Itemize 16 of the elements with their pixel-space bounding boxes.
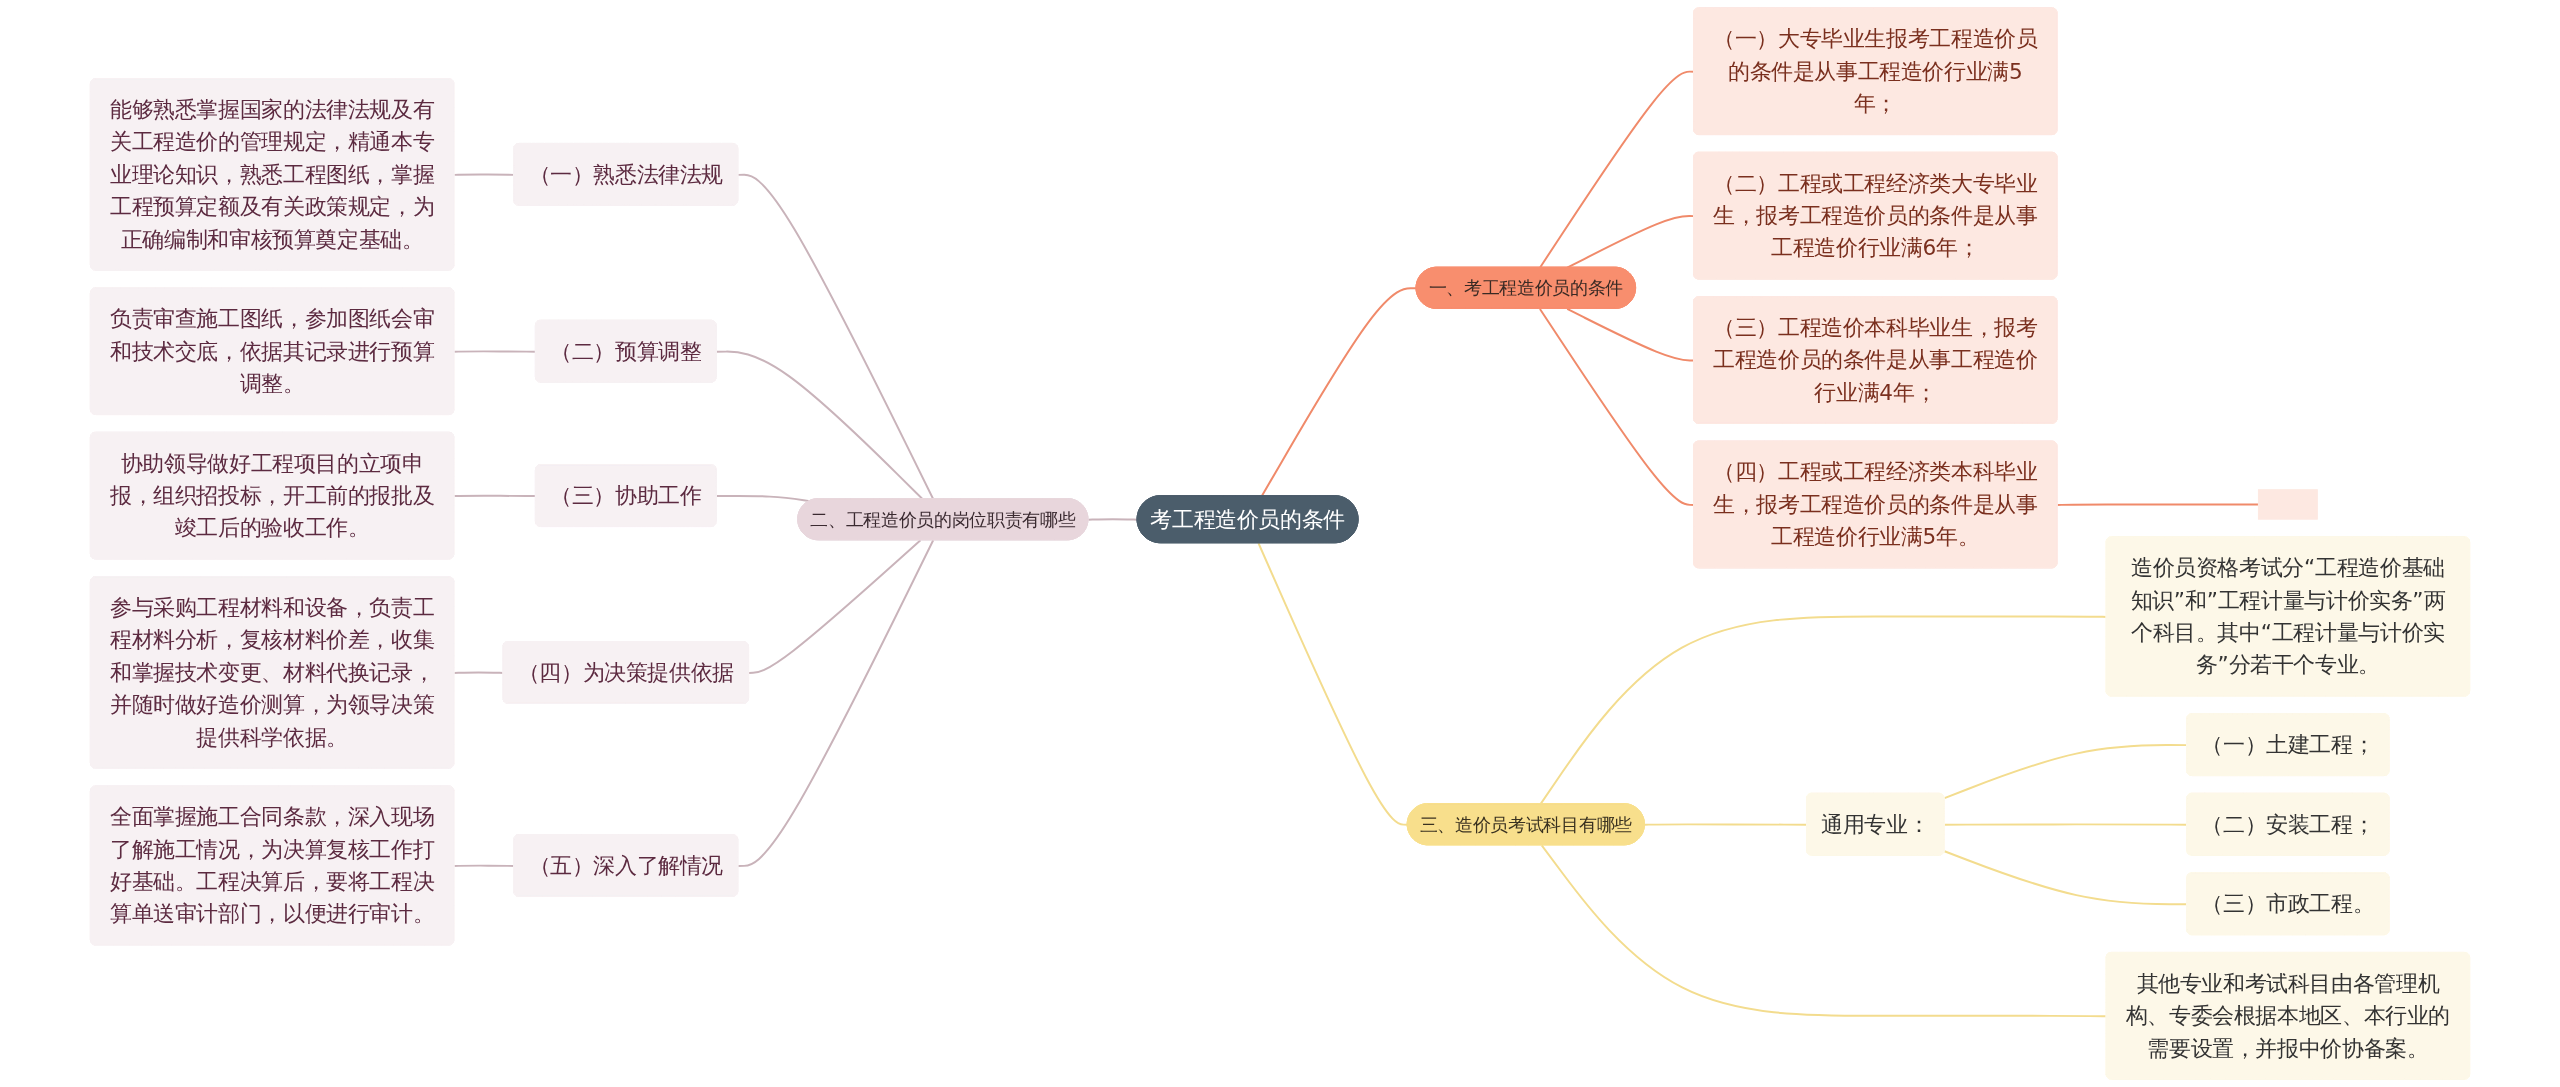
- connector: [1540, 844, 2108, 1018]
- connector: [748, 539, 922, 674]
- node-box: [2257, 489, 2318, 520]
- connector: [2056, 503, 2260, 506]
- connector: [1538, 70, 1695, 269]
- connector: [1538, 307, 1695, 506]
- connector: [737, 539, 935, 867]
- connector: [453, 350, 537, 353]
- connector: [1257, 542, 1409, 826]
- connector: [1643, 823, 1808, 826]
- connector: [1087, 518, 1139, 521]
- connector: [715, 350, 924, 501]
- connector: [715, 494, 811, 503]
- connector: [1566, 215, 1695, 269]
- connector: [1566, 307, 1695, 362]
- connector: [453, 494, 537, 498]
